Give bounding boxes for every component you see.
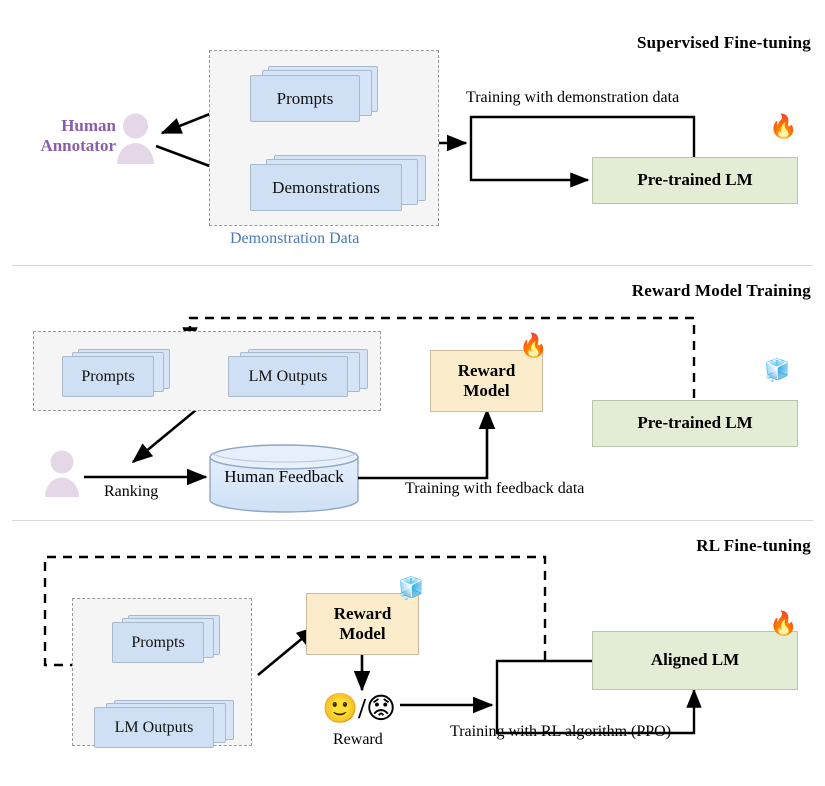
prompts-label-sft: Prompts	[276, 88, 334, 108]
arrow-training-into-lm	[469, 143, 590, 188]
lm-outputs-docstack-rm[interactable]: LM Outputs	[228, 349, 368, 399]
aligned-lm-box[interactable]: Aligned LM	[592, 631, 798, 690]
ppo-bracket-upper	[495, 659, 594, 705]
reward-model-line1: Reward	[333, 603, 392, 623]
section-divider-1	[12, 265, 813, 266]
arrow-feedback-to-reward-model	[358, 408, 496, 480]
doc-sheet-front	[250, 75, 360, 122]
lm-outputs-label-rl: LM Outputs	[114, 718, 194, 736]
demonstrations-docstack-sft[interactable]: Demonstrations	[250, 155, 426, 213]
doc-sheet-front	[62, 356, 154, 397]
training-with-demonstration-data-label: Training with demonstration data	[466, 89, 680, 106]
reward-model-box-rm[interactable]: Reward Model	[430, 350, 543, 412]
human-rater-icon	[45, 450, 79, 497]
arrow-outputs-to-human-rm	[131, 408, 197, 464]
human-annotator-label: Human Annotator	[16, 116, 116, 156]
fire-icon: 🔥	[769, 611, 798, 636]
smiling-face-icon: 🙂	[322, 691, 359, 725]
prompts-docstack-rm[interactable]: Prompts	[62, 349, 170, 399]
ranking-label: Ranking	[104, 483, 159, 500]
human-annotator-label-line1: Human	[61, 116, 116, 135]
ice-icon: 🧊	[398, 576, 425, 600]
training-bracket-sft	[469, 115, 696, 157]
prompts-docstack-rl[interactable]: Prompts	[112, 615, 220, 665]
human-feedback-label: Human Feedback	[224, 467, 344, 486]
lm-outputs-label-rm: LM Outputs	[248, 367, 328, 385]
section-title-reward-model-training: Reward Model Training	[631, 281, 811, 300]
training-with-feedback-data-label: Training with feedback data	[405, 480, 585, 497]
reward-label: Reward	[333, 731, 383, 748]
human-annotator-label-line2: Annotator	[40, 136, 116, 156]
prompts-label-rl: Prompts	[131, 633, 185, 651]
pre-trained-lm-box-rm[interactable]: Pre-trained LM	[592, 400, 798, 447]
fire-icon: 🔥	[769, 114, 798, 139]
prompts-label-rm: Prompts	[81, 367, 135, 385]
human-feedback-cylinder	[209, 444, 359, 513]
reward-model-line1: Reward	[457, 360, 516, 380]
reward-model-label-rl: Reward Model	[334, 604, 392, 644]
fire-icon: 🔥	[519, 333, 548, 358]
demonstrations-label-sft: Demonstrations	[272, 177, 380, 197]
human-annotator-icon	[117, 113, 154, 164]
reward-separator: /	[358, 694, 366, 725]
doc-sheet-front	[228, 356, 348, 397]
doc-sheet-front	[112, 622, 204, 663]
reward-faces: 🙂/😟	[322, 694, 396, 724]
reward-model-line2: Model	[339, 624, 386, 643]
reward-model-label-rm: Reward Model	[458, 361, 516, 401]
training-with-rl-algorithm-label: Training with RL algorithm (PPO)	[450, 723, 672, 740]
dashed-aligned-lm-feedback	[43, 555, 547, 673]
section-divider-2	[12, 520, 813, 521]
lm-outputs-docstack-rl[interactable]: LM Outputs	[94, 700, 234, 750]
reward-model-line2: Model	[463, 381, 510, 400]
frowning-face-icon: 😟	[365, 691, 397, 725]
pre-trained-lm-box-sft[interactable]: Pre-trained LM	[592, 157, 798, 204]
doc-sheet-front	[250, 164, 402, 211]
doc-sheet-front	[94, 707, 214, 748]
section-title-rl-fine-tuning: RL Fine-tuning	[696, 536, 811, 555]
ice-icon: 🧊	[764, 358, 791, 382]
prompts-docstack-sft[interactable]: Prompts	[250, 66, 378, 124]
reward-model-box-rl[interactable]: Reward Model	[306, 593, 419, 655]
ppo-bracket-into-aligned-lm	[495, 688, 702, 735]
demonstration-data-label: Demonstration Data	[230, 230, 360, 247]
section-title-supervised-fine-tuning: Supervised Fine-tuning	[637, 33, 811, 52]
